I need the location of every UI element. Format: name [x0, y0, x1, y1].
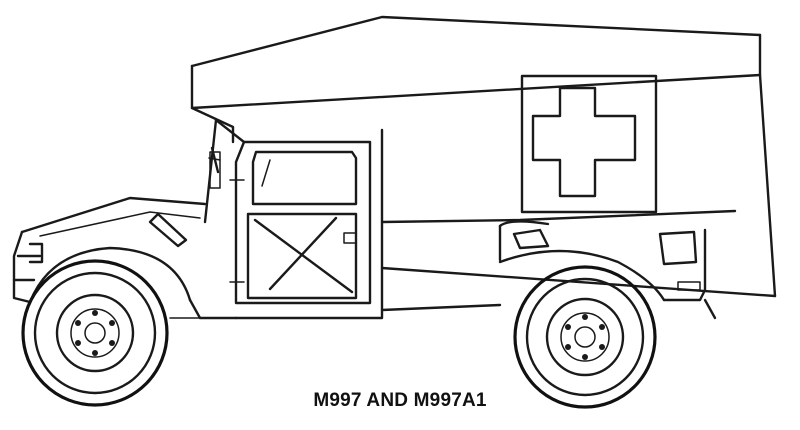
cab-door	[234, 140, 372, 305]
door-handle	[343, 232, 357, 244]
hood	[12, 196, 238, 320]
cross-icon	[531, 86, 637, 198]
rear-fender	[234, 220, 717, 320]
figure-caption: M997 AND M997A1	[313, 390, 487, 411]
front-wheel	[21, 259, 169, 407]
tail-light	[677, 281, 701, 291]
cross-panel	[520, 74, 658, 214]
headlight	[28, 242, 44, 264]
cab	[203, 118, 372, 305]
air-intake	[148, 212, 188, 248]
rear-wheel	[513, 265, 657, 409]
mirror	[209, 151, 221, 189]
ambulance-box	[190, 15, 777, 312]
cab-window	[251, 150, 358, 206]
